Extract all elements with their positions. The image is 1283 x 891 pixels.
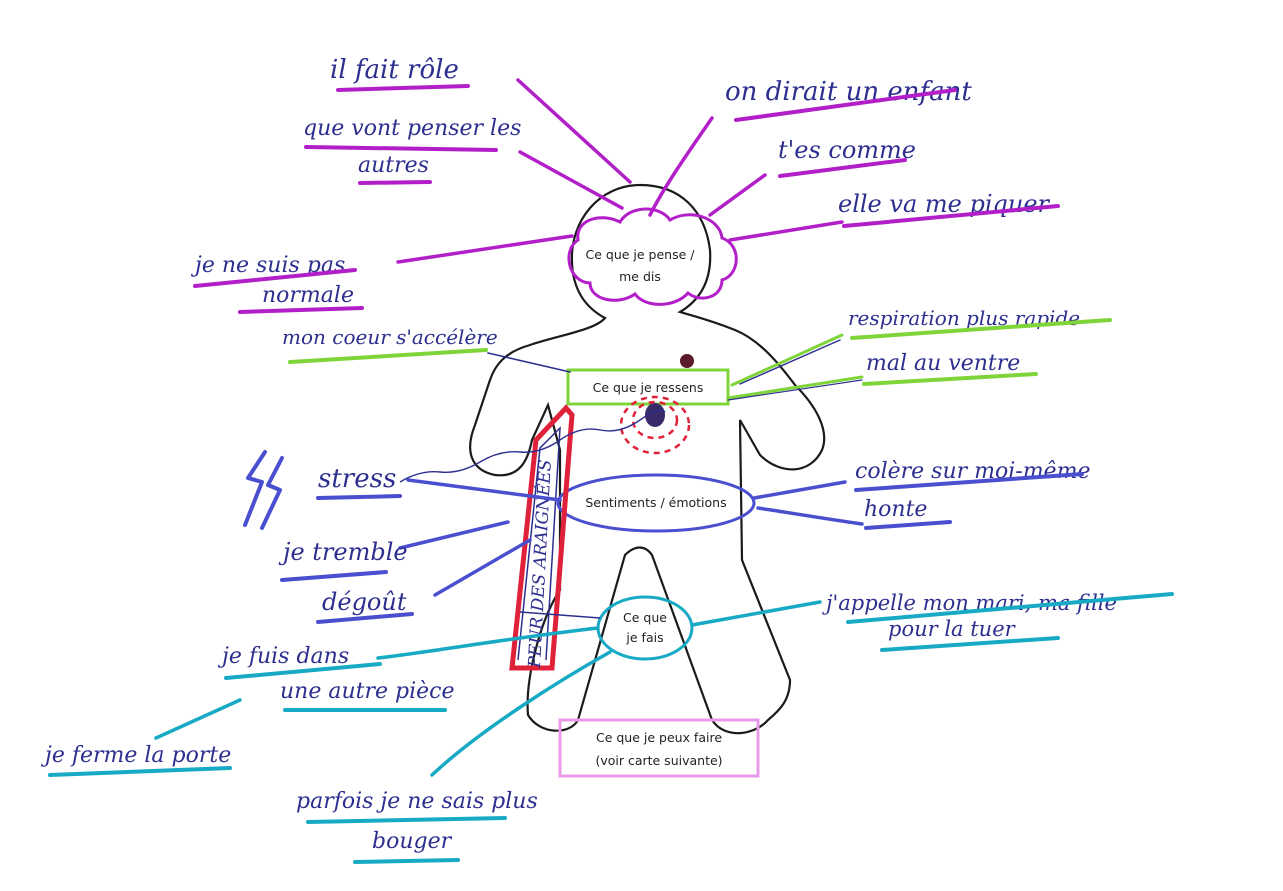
feel-note-text: mal au ventre	[866, 351, 1020, 376]
think-note-text-2: autres	[358, 153, 429, 178]
feel-note-2: mal au ventre	[862, 351, 1038, 386]
think-connectors	[396, 78, 844, 264]
think-cloud	[567, 207, 738, 306]
think-note-3: on dirait un enfant	[725, 77, 972, 122]
think-note-1: que vont penser les autres	[303, 116, 521, 185]
feel-box	[566, 368, 730, 406]
emotion-note-text: dégoût	[322, 588, 407, 616]
do-connectors	[154, 600, 822, 777]
think-zone-label-1: Ce que je pense /	[586, 247, 696, 262]
feel-note-0: mon coeur s'accélère	[282, 325, 498, 364]
do-connector-thin	[519, 611, 601, 619]
do-zone-label-1: Ce que	[623, 610, 667, 625]
feel-note-1: respiration plus rapide	[848, 306, 1112, 340]
can-do-box	[558, 718, 760, 778]
do-note-2: parfois je ne sais plus bouger	[296, 789, 538, 864]
emotion-connectors	[398, 478, 864, 597]
emotion-note-2: dégoût	[316, 588, 414, 624]
think-note-text: t'es comme	[778, 136, 916, 164]
think-note-2: je ne suis pas normale	[190, 253, 364, 314]
emotion-note-4: honte	[864, 497, 952, 530]
emotion-ellipse	[556, 473, 756, 533]
think-zone-label-2: me dis	[619, 269, 661, 284]
do-note-text: parfois je ne sais plus	[296, 789, 538, 814]
fear-band-inner	[517, 426, 561, 661]
feel-connectors	[487, 333, 864, 401]
think-note-text: que vont penser les	[303, 116, 521, 141]
stress-wave	[399, 409, 666, 483]
emotion-note-text: honte	[864, 497, 927, 522]
do-note-1: je ferme la porte	[40, 743, 232, 777]
emotion-note-3: colère sur moi-même	[854, 459, 1090, 492]
do-note-text-2: pour la tuer	[888, 617, 1017, 641]
heart-dot-top	[680, 354, 694, 368]
do-note-text: je fuis dans	[217, 644, 349, 669]
think-note-text: elle va me piquer	[838, 190, 1051, 218]
emotion-note-1: je tremble	[278, 538, 408, 582]
do-note-text-2: bouger	[372, 829, 453, 854]
feel-note-text: mon coeur s'accélère	[282, 325, 498, 349]
think-note-4: t'es comme	[778, 136, 916, 178]
think-note-text-2: normale	[262, 283, 354, 308]
heart-beat-marks	[619, 395, 691, 455]
emotion-note-0: stress	[316, 464, 402, 500]
heart-scribble	[645, 403, 665, 427]
feel-zone-label: Ce que je ressens	[593, 380, 704, 395]
think-note-0: il fait rôle	[330, 55, 470, 92]
do-note-text-2: une autre pièce	[280, 679, 455, 704]
do-zone-label-2: je fais	[625, 630, 663, 645]
do-note-text: je ferme la porte	[40, 743, 231, 768]
body-outline	[469, 183, 826, 735]
stress-lightning-icon	[243, 450, 284, 530]
do-note-3: j'appelle mon mari, ma fille pour la tue…	[822, 591, 1174, 652]
think-note-text: il fait rôle	[330, 55, 459, 85]
can-do-zone-label-2: (voir carte suivante)	[595, 753, 722, 768]
think-note-5: elle va me piquer	[838, 190, 1060, 228]
do-note-0: je fuis dans une autre pièce	[217, 644, 455, 712]
emotion-note-text: stress	[318, 464, 396, 494]
fear-band-outline	[509, 404, 575, 671]
emotion-zone-label: Sentiments / émotions	[585, 495, 726, 510]
can-do-zone-label-1: Ce que je peux faire	[596, 730, 722, 745]
emotion-note-text: je tremble	[278, 538, 408, 566]
